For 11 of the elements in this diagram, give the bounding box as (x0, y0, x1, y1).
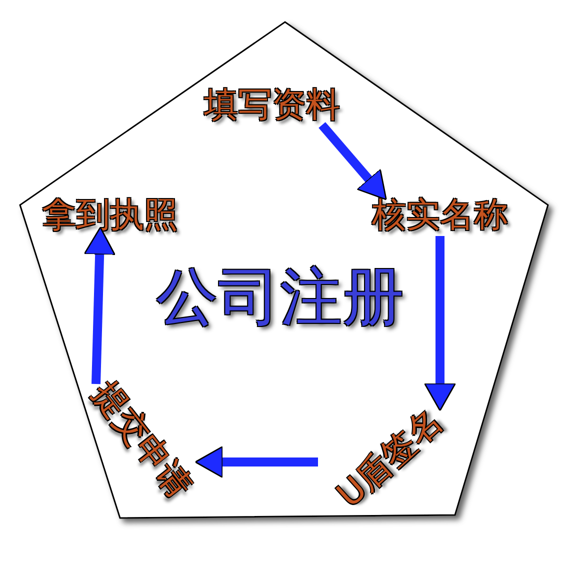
arrow (84, 226, 116, 384)
pentagon (18, 20, 550, 520)
arrow (424, 236, 456, 412)
arrow (318, 122, 387, 200)
title-text: 公司注册 (156, 266, 404, 328)
step-label: 填写资料 (204, 88, 340, 122)
step-label: 提交申请 (86, 376, 198, 504)
step-label: 拿到执照 (42, 198, 178, 232)
step-label: 核实名称 (372, 198, 508, 232)
arrow (194, 446, 318, 478)
step-label: U盾签名 (328, 400, 452, 516)
